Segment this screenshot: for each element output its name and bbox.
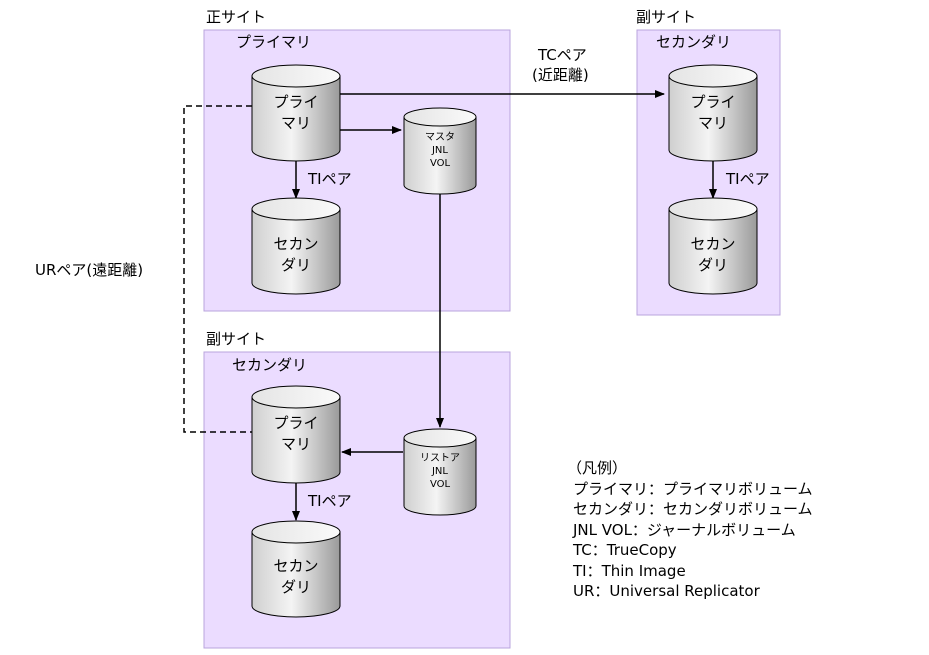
primary-site-primary-text: プライマリ: [273, 93, 319, 132]
legend-title: （凡例）: [567, 459, 628, 477]
volume-tc-site-secondary: [668, 197, 758, 295]
primary-site-secondary-text: セカンダリ: [273, 235, 319, 274]
tc-site-label: 副サイト: [636, 8, 697, 26]
ur-pair-label: URペア(遠距離): [35, 261, 144, 279]
ti-pair-label-1: TIペア: [308, 170, 352, 188]
ti-pair-label-2: TIペア: [726, 170, 770, 188]
ur-site-label: 副サイト: [206, 330, 267, 348]
volume-ur-site-primary: [251, 385, 341, 484]
volume-ur-site-secondary: [251, 520, 341, 618]
tc-site-role: セカンダリ: [656, 33, 732, 51]
volume-primary-site-primary: [251, 64, 341, 162]
ur-site-role: セカンダリ: [232, 356, 308, 374]
volume-primary-site-secondary: [251, 197, 341, 295]
volume-tc-site-primary: [668, 64, 758, 162]
ti-pair-label-3: TIペア: [308, 492, 352, 510]
primary-site-label: 正サイト: [206, 8, 267, 26]
ur-pair-dashed-line: [183, 105, 252, 433]
tc-pair-note: (近距離): [532, 66, 589, 84]
legend-item: セカンダリ：セカンダリボリューム: [573, 500, 813, 518]
tc-site-secondary-text: セカンダリ: [690, 235, 736, 274]
ur-site-secondary-text: セカンダリ: [273, 557, 319, 596]
legend-item: TI：Thin Image: [573, 561, 686, 580]
connectors: [183, 90, 717, 521]
legend: （凡例） プライマリ：プライマリボリューム セカンダリ：セカンダリボリューム J…: [567, 458, 813, 602]
legend-item: UR：Universal Replicator: [573, 582, 760, 600]
legend-item: プライマリ：プライマリボリューム: [573, 479, 813, 498]
tc-site-primary-text: プライマリ: [690, 93, 736, 132]
primary-site-role: プライマリ: [236, 33, 312, 51]
tc-pair-label: TCペア: [538, 46, 587, 64]
legend-item: TC：TrueCopy: [573, 541, 677, 559]
volume-restore-jnl: [403, 428, 477, 516]
volume-master-jnl: [403, 107, 477, 195]
legend-item: JNL VOL：ジャーナルボリューム: [573, 520, 796, 539]
ur-site-primary-text: プライマリ: [273, 414, 319, 453]
